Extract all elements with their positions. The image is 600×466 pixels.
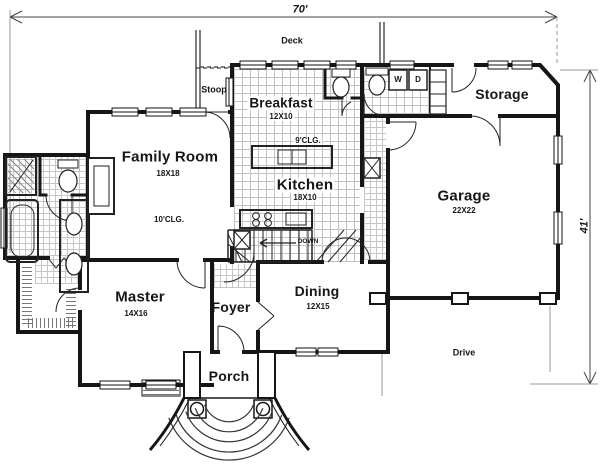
label-master: Master — [115, 288, 165, 306]
label-storage: Storage — [475, 86, 529, 102]
label-foyer: Foyer — [211, 299, 251, 315]
stairs — [223, 229, 363, 283]
bath-fixtures — [5, 156, 115, 293]
height-dimension-label: 41' — [578, 218, 591, 234]
label-porch: Porch — [208, 368, 250, 384]
label-washer: W — [394, 75, 402, 84]
label-deck: Deck — [281, 35, 303, 46]
hall-tile-floor — [364, 118, 386, 260]
label-breakfast: Breakfast — [247, 95, 315, 111]
kitchen-fixtures — [233, 145, 381, 250]
label-kitchen-size: 18X10 — [291, 193, 319, 202]
drive-edges — [381, 306, 551, 396]
label-dining: Dining — [294, 283, 340, 299]
dimension-lines — [9, 10, 598, 385]
closet-rod-right — [66, 288, 76, 326]
label-dining-size: 12X15 — [306, 302, 330, 311]
closet-rod-bottom — [28, 318, 74, 328]
label-drive: Drive — [452, 347, 476, 358]
closet-rod-left — [22, 266, 32, 324]
label-stoop: Stoop — [201, 84, 227, 95]
label-garage-size: 22X22 — [452, 206, 476, 215]
deck-outline — [195, 22, 385, 110]
label-garage: Garage — [437, 187, 491, 205]
windows — [0, 60, 563, 390]
label-stairs-down: DOWN — [297, 237, 319, 245]
laundry-fixtures — [331, 67, 447, 115]
label-dryer: D — [415, 75, 421, 84]
label-family-room-ceiling: 10'CLG. — [154, 215, 184, 224]
label-breakfast-ceiling: 9'CLG. — [293, 136, 323, 145]
label-master-size: 14X16 — [124, 309, 148, 318]
garage-pilasters — [369, 292, 557, 305]
porch-structure — [141, 67, 311, 461]
label-family-room-size: 18X18 — [156, 169, 180, 178]
label-family-room: Family Room — [121, 148, 219, 166]
label-breakfast-size: 12X10 — [267, 112, 295, 121]
label-kitchen: Kitchen — [274, 176, 336, 194]
width-dimension-label: 70' — [292, 3, 308, 16]
